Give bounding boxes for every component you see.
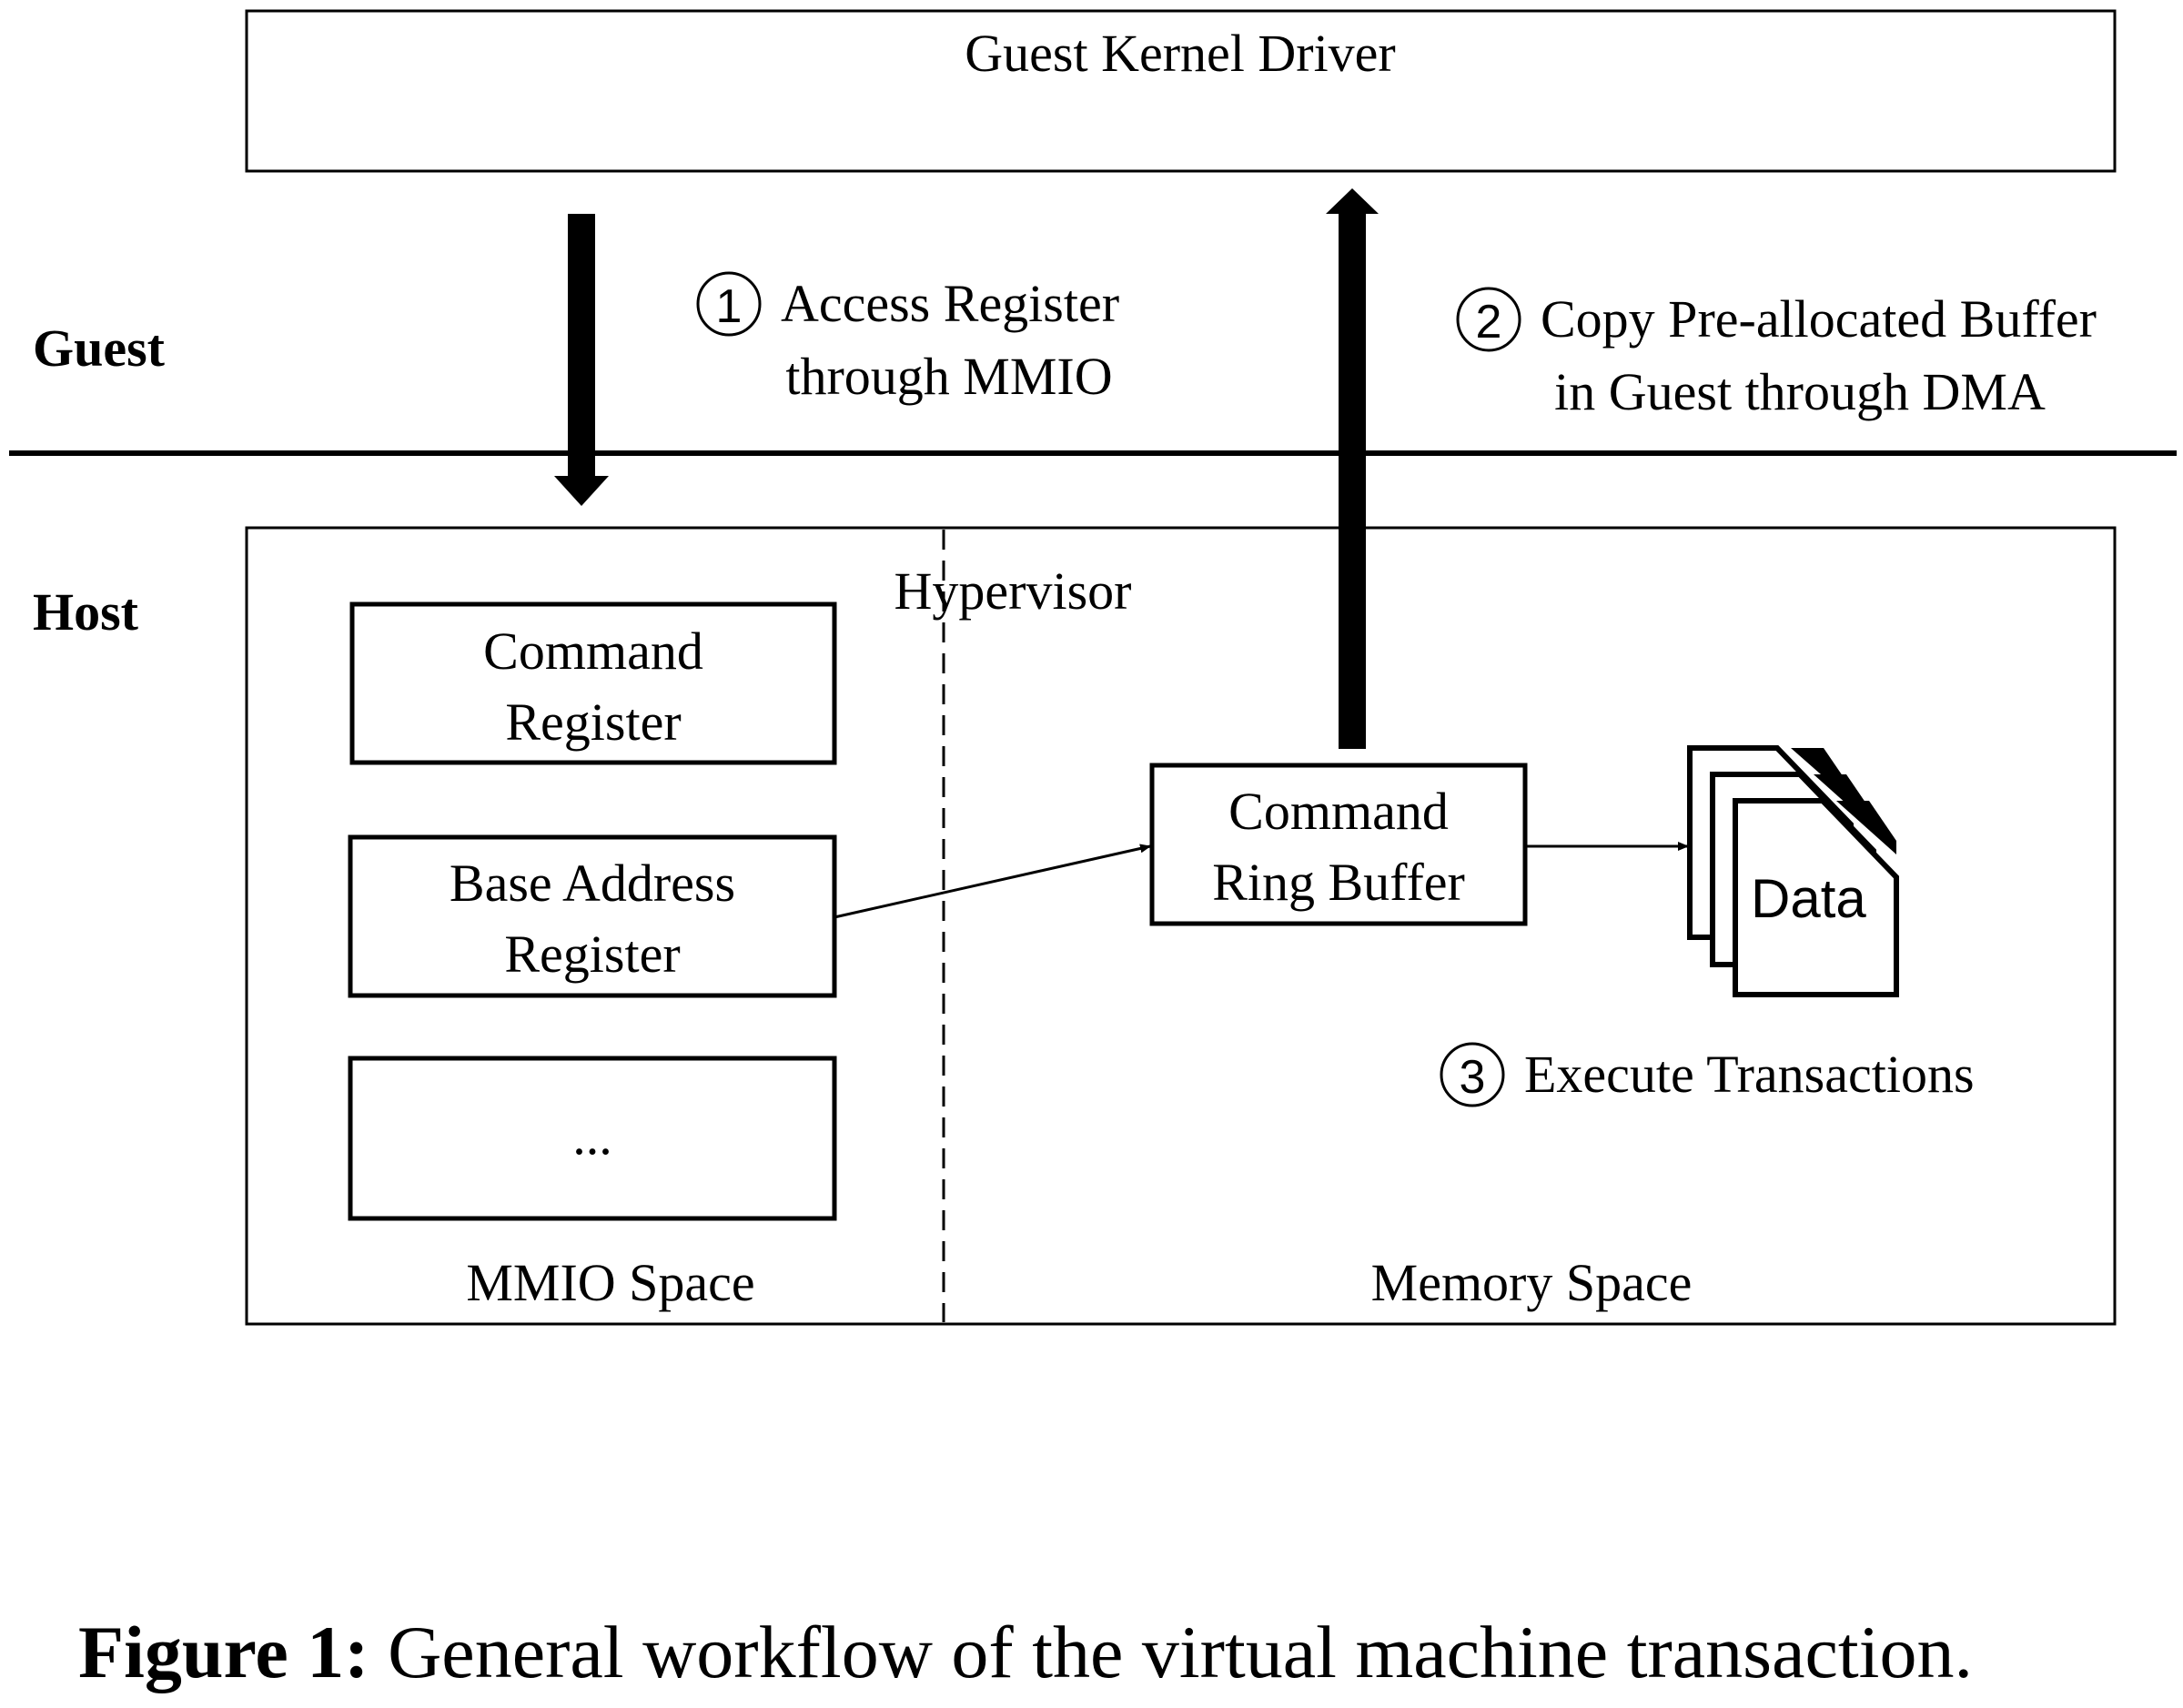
hypervisor-label: Hypervisor (894, 561, 1132, 621)
step-1-line-2: through MMIO (785, 347, 1112, 406)
command-ring-buffer-box (1149, 763, 1528, 926)
command-ring-buffer-line-1: Command (1228, 782, 1449, 841)
step-3-circle-icon (1440, 1042, 1505, 1107)
data-documents-icon: Data (1687, 745, 1899, 997)
step-3-text: Execute Transactions (1524, 1045, 1975, 1104)
figure-caption-label: Figure 1: (78, 1611, 369, 1693)
host-box (245, 526, 2117, 1326)
base-address-to-ring-buffer-arrow (834, 844, 1151, 919)
command-register-box (349, 601, 837, 765)
step-1-number: 1 (716, 280, 743, 333)
down-arrow-icon (554, 214, 609, 506)
guest-kernel-driver-label: Guest Kernel Driver (965, 24, 1396, 83)
guest-label: Guest (33, 318, 166, 378)
host-label: Host (33, 582, 139, 642)
step-2-line-2: in Guest through DMA (1554, 362, 2046, 421)
command-register-line-1: Command (483, 622, 703, 681)
step-1-line-1: Access Register (781, 274, 1119, 333)
figure-caption-text: General workflow of the virtual machine … (369, 1611, 1973, 1693)
step-3-number: 3 (1460, 1051, 1486, 1104)
up-arrow-icon (1326, 188, 1379, 749)
step-2-annotation: 2 Copy Pre-allocated Buffer in Guest thr… (1456, 287, 2097, 421)
command-register-line-2: Register (505, 692, 681, 752)
base-address-register-line-1: Base Address (450, 854, 735, 913)
step-1-circle-icon (696, 271, 762, 337)
figure-caption: Figure 1: General workflow of the virtua… (78, 1611, 1973, 1693)
guest-kernel-driver-box (245, 9, 2117, 173)
memory-space-label: Memory Space (1371, 1253, 1693, 1312)
base-address-register-line-2: Register (504, 925, 680, 984)
data-icon-label: Data (1751, 868, 1866, 929)
mmio-space-label: MMIO Space (466, 1253, 754, 1312)
step-1-annotation: 1 Access Register through MMIO (696, 271, 1119, 406)
command-ring-buffer-line-2: Ring Buffer (1212, 853, 1465, 912)
step-2-number: 2 (1476, 296, 1502, 349)
ellipsis-register-box (348, 1056, 837, 1221)
step-2-line-1: Copy Pre-allocated Buffer (1541, 289, 2097, 349)
ellipsis-register-label: ... (572, 1107, 612, 1166)
step-3-annotation: 3 Execute Transactions (1440, 1042, 1975, 1107)
step-2-circle-icon (1456, 287, 1521, 352)
